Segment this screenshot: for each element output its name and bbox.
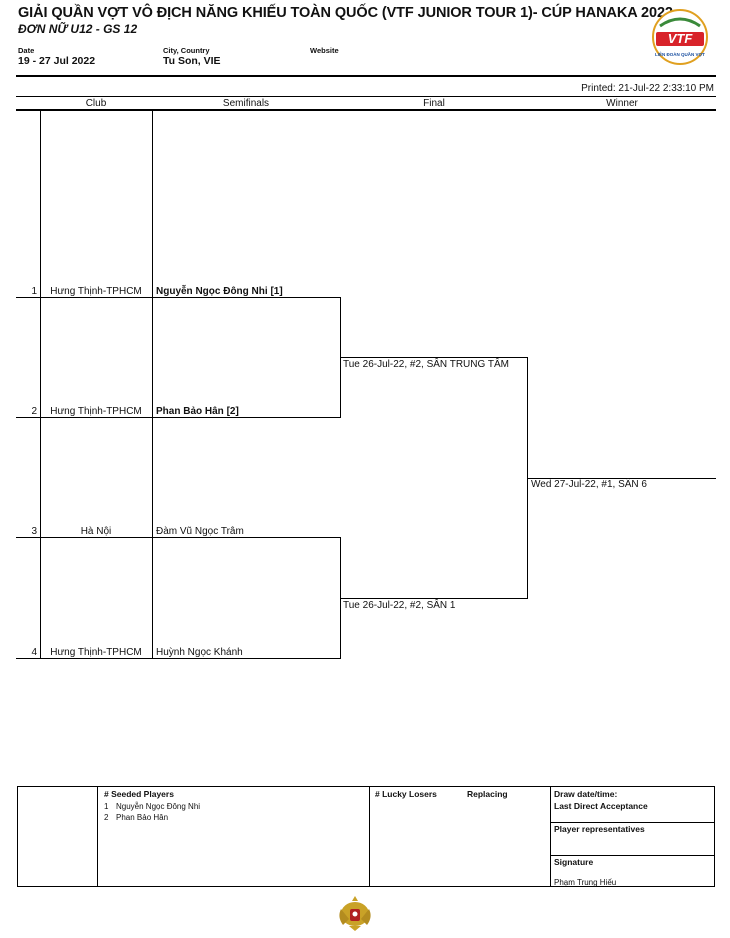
entry-line-3	[16, 537, 340, 538]
footer-divider-1	[97, 786, 98, 887]
entry-club: Hưng Thịnh-TPHCM	[50, 647, 142, 658]
footer-row-rule-1	[550, 822, 715, 823]
entry-line-1	[16, 297, 340, 298]
signature-label: Signature	[554, 857, 594, 867]
winner-line	[527, 478, 716, 479]
event-subtitle: ĐƠN NỮ U12 - GS 12	[18, 22, 138, 36]
replacing-header: Replacing	[467, 789, 508, 799]
player-separator-line	[152, 111, 153, 658]
seeded-number: 1	[104, 802, 109, 811]
col-header-semifinals: Semifinals	[222, 98, 270, 109]
entry-club: Hà Nội	[80, 526, 112, 537]
last-direct-acceptance-label: Last Direct Acceptance	[554, 801, 648, 811]
tournament-title: GIẢI QUẦN VỢT VÔ ĐỊCH NĂNG KHIẾU TOÀN QU…	[18, 5, 673, 21]
entry-player-name[interactable]: Nguyễn Ngọc Đông Nhi [1]	[156, 286, 283, 297]
entry-number: 3	[31, 526, 37, 537]
columns-top-rule	[16, 96, 716, 97]
semi2-winner-line	[340, 598, 528, 599]
entry-club: Hưng Thịnh-TPHCM	[50, 406, 142, 417]
semi1-winner-line	[340, 357, 528, 358]
signature-name: Phạm Trung Hiếu	[554, 878, 617, 887]
seeded-player: Nguyễn Ngọc Đông Nhi	[116, 802, 201, 811]
entry-player-name[interactable]: Huỳnh Ngọc Khánh	[156, 647, 243, 658]
entry-player-name[interactable]: Đàm Vũ Ngọc Trâm	[156, 526, 244, 537]
columns-bottom-rule	[16, 109, 716, 111]
seeded-player: Phan Bảo Hân	[116, 813, 169, 822]
location-value: Tu Son, VIE	[163, 55, 221, 67]
footer-row-rule-2	[550, 855, 715, 856]
final-schedule: Wed 27-Jul-22, #1, SÂN 6	[531, 479, 647, 490]
footer-box	[17, 786, 715, 887]
col-header-club: Club	[85, 98, 107, 109]
logo-text: VTF	[668, 31, 694, 46]
crest-emblem	[335, 893, 375, 933]
entry-number: 2	[31, 406, 37, 417]
date-value: 19 - 27 Jul 2022	[18, 55, 96, 67]
entry-line-4	[16, 658, 340, 659]
header-rule	[16, 75, 716, 77]
footer-divider-2	[369, 786, 370, 887]
entry-number: 4	[31, 647, 37, 658]
printed-timestamp: Printed: 21-Jul-22 2:33:10 PM	[581, 83, 714, 94]
website-label: Website	[310, 46, 339, 55]
semi2-schedule: Tue 26-Jul-22, #2, SÂN 1	[343, 600, 456, 611]
entry-number: 1	[31, 286, 37, 297]
col-header-final: Final	[423, 98, 445, 109]
location-label: City, Country	[163, 46, 210, 55]
vtf-logo: VTF LIÊN ĐOÀN QUẦN VỢT	[646, 8, 714, 66]
semi1-schedule: Tue 26-Jul-22, #2, SÂN TRUNG TÂM	[343, 359, 509, 370]
date-label: Date	[18, 46, 35, 55]
entry-line-2	[16, 417, 340, 418]
lucky-losers-header: # Lucky Losers	[375, 789, 437, 799]
seeded-number: 2	[104, 813, 109, 822]
player-representatives-label: Player representatives	[554, 824, 645, 834]
logo-caption: LIÊN ĐOÀN QUẦN VỢT	[655, 50, 705, 57]
footer-divider-3	[550, 786, 551, 887]
col-header-winner: Winner	[606, 98, 638, 109]
club-separator-line	[40, 111, 41, 658]
draw-date-label: Draw date/time:	[554, 789, 618, 799]
entry-club: Hưng Thịnh-TPHCM	[50, 286, 142, 297]
entry-player-name[interactable]: Phan Bảo Hân [2]	[156, 406, 239, 417]
seeded-players-header: # Seeded Players	[104, 789, 174, 799]
